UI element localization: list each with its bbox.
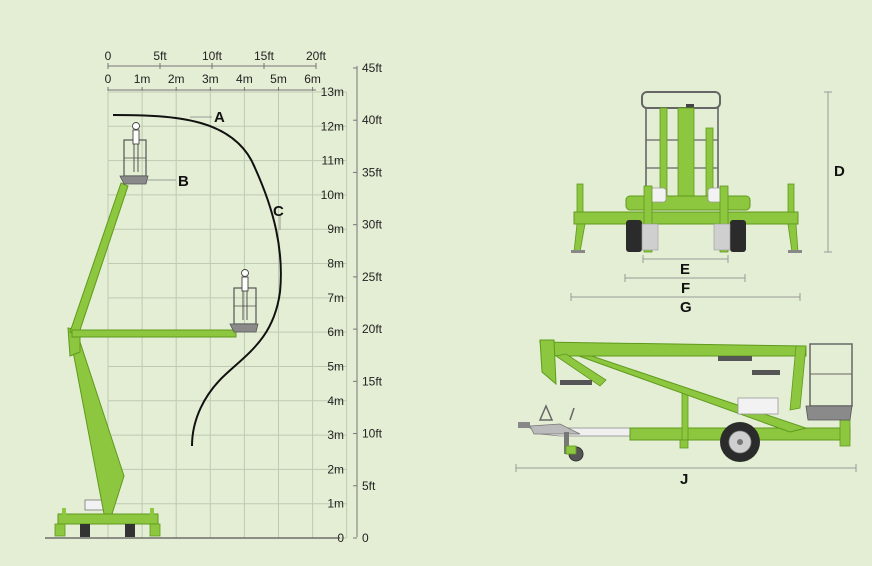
outrigger-left-foot xyxy=(54,523,66,537)
right-m-tick-label: 12m xyxy=(321,119,344,133)
working-envelope-curve xyxy=(112,114,282,447)
side-view-machine xyxy=(54,114,282,537)
label-B: B xyxy=(178,173,189,190)
operator-figure-low xyxy=(241,269,249,320)
lower-boom xyxy=(71,341,125,515)
chassis-frame xyxy=(57,513,159,525)
front-outrigger-leg-left xyxy=(573,223,586,253)
folded-basket xyxy=(809,343,853,407)
top-m-tick-label: 3m xyxy=(202,72,219,86)
side-wheel-left xyxy=(80,524,90,537)
label-J: J xyxy=(680,471,688,488)
right-m-tick-label: 6m xyxy=(327,325,344,339)
right-m-tick-label: 0 xyxy=(337,531,344,545)
right-m-tick-label: 4m xyxy=(327,394,344,408)
front-wheel-left xyxy=(626,220,642,252)
top-ft-tick-label: 20ft xyxy=(306,49,327,63)
right-m-tick-label: 13m xyxy=(321,85,344,99)
label-A: A xyxy=(214,109,225,126)
front-mast-center xyxy=(677,107,695,207)
right-ft-tick-label: 15ft xyxy=(362,374,383,388)
right-ft-tick-label: 10ft xyxy=(362,427,383,441)
top-m-ticks: 0 1m 2m 3m 4m 5m 6m xyxy=(105,72,321,91)
top-ft-tick-label: 0 xyxy=(105,49,112,63)
right-m-tick-label: 3m xyxy=(327,428,344,442)
tow-hitch xyxy=(518,422,530,428)
leader-lines-side xyxy=(148,116,281,230)
right-ft-tick-label: 25ft xyxy=(362,270,383,284)
label-G: G xyxy=(680,299,692,316)
right-ft-tick-label: 0 xyxy=(362,531,369,545)
hydraulic-cylinder-1 xyxy=(560,380,592,385)
transport-view-machine xyxy=(518,339,853,462)
hydraulic-cylinder-2 xyxy=(718,356,752,361)
label-F: F xyxy=(681,280,690,297)
folded-upper-boom xyxy=(538,341,807,357)
top-m-tick-label: 5m xyxy=(270,72,287,86)
front-outrigger-beam xyxy=(573,211,799,225)
right-m-tick-label: 9m xyxy=(327,222,344,236)
upper-boom-horizontal xyxy=(71,329,237,338)
right-ft-tick-label: 5ft xyxy=(362,479,376,493)
top-ft-tick-label: 15ft xyxy=(254,49,275,63)
jockey-wheel-post xyxy=(564,432,569,454)
label-C: C xyxy=(273,203,284,220)
reach-grid xyxy=(107,91,348,539)
top-ft-tick-label: 5ft xyxy=(153,49,167,63)
front-view-machine xyxy=(571,91,802,253)
front-mast-left xyxy=(659,107,668,199)
right-ft-labels: 0 5ft 10ft 15ft 20ft 25ft 30ft 35ft 40ft 45ft xyxy=(353,61,383,545)
right-ft-tick-label: 40ft xyxy=(362,113,383,127)
folded-boom-pivot xyxy=(539,339,557,386)
front-dimension-lines xyxy=(570,91,832,301)
right-m-tick-label: 1m xyxy=(327,497,344,511)
label-D: D xyxy=(834,163,845,180)
front-outrigger-leg-right xyxy=(787,223,799,253)
right-m-tick-label: 2m xyxy=(327,462,344,476)
right-m-tick-label: 7m xyxy=(327,291,344,305)
front-mast-right xyxy=(705,127,714,199)
label-E: E xyxy=(680,261,690,278)
right-m-tick-label: 10m xyxy=(321,188,344,202)
outrigger-left-post xyxy=(62,508,66,520)
outrigger-right-post xyxy=(150,508,154,520)
top-ft-ticks: 0 5ft 10ft 15ft 20ft xyxy=(105,49,327,69)
front-basket-top-rail xyxy=(641,91,721,109)
right-ft-tick-label: 45ft xyxy=(362,61,383,75)
right-m-tick-label: 11m xyxy=(322,154,344,168)
top-ft-tick-label: 10ft xyxy=(202,49,223,63)
operator-figure-high xyxy=(132,122,140,172)
upper-boom-raised xyxy=(69,182,129,337)
top-m-tick-label: 0 xyxy=(105,72,112,86)
right-m-labels: 0 1m 2m 3m 4m 5m 6m 7m 8m 9m 10m 11m 12m 13m xyxy=(321,85,345,545)
right-ft-tick-label: 30ft xyxy=(362,218,383,232)
handbrake-lever xyxy=(538,404,554,421)
front-wheel-right xyxy=(730,220,746,252)
top-m-tick-label: 6m xyxy=(304,72,321,86)
outrigger-right-foot xyxy=(149,523,161,537)
top-m-tick-label: 2m xyxy=(168,72,185,86)
right-m-tick-label: 8m xyxy=(327,257,344,271)
top-m-tick-label: 4m xyxy=(236,72,253,86)
top-m-tick-label: 1m xyxy=(134,72,151,86)
right-ft-tick-label: 35ft xyxy=(362,165,383,179)
right-m-tick-label: 5m xyxy=(327,359,344,373)
basket-high xyxy=(119,122,149,185)
side-wheel-right xyxy=(125,524,135,537)
transport-dimension-line xyxy=(515,464,857,472)
hydraulic-cylinder-3 xyxy=(752,370,780,375)
basket-low xyxy=(229,269,259,333)
right-ft-tick-label: 20ft xyxy=(362,322,383,336)
